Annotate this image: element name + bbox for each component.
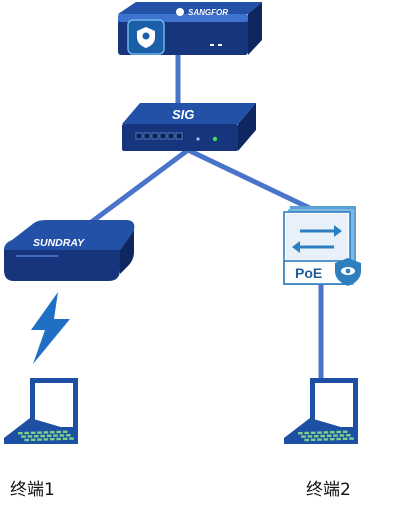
laptop-key xyxy=(24,431,29,435)
laptop-key xyxy=(323,438,329,441)
gateway-port xyxy=(167,132,175,140)
laptop-key xyxy=(349,437,354,440)
laptop-key xyxy=(336,430,341,434)
laptop-key xyxy=(18,432,23,435)
laptop-key xyxy=(24,438,29,442)
laptop-key xyxy=(37,431,42,434)
laptop-key xyxy=(34,435,39,438)
laptop-key xyxy=(301,435,306,438)
laptop-key xyxy=(43,431,49,434)
gateway-port xyxy=(135,132,143,140)
laptop-key xyxy=(50,431,55,434)
laptop-key xyxy=(310,431,316,434)
laptop-key xyxy=(62,430,68,433)
laptop-key xyxy=(62,437,68,440)
laptop-key xyxy=(326,434,332,437)
lightning-bolt-icon xyxy=(31,292,70,364)
laptop-key xyxy=(330,438,335,441)
poe-switch-device: PoE xyxy=(283,206,361,286)
gateway-brand: SIG xyxy=(172,107,194,122)
controller-brand: SANGFOR xyxy=(188,8,228,17)
laptop-key xyxy=(30,438,36,441)
gateway-ports xyxy=(135,132,183,140)
laptop-key xyxy=(40,434,45,438)
laptop-key xyxy=(304,438,309,442)
laptop-key xyxy=(333,434,338,437)
gateway-port xyxy=(151,132,159,140)
laptop-icon xyxy=(284,378,358,444)
laptop-key xyxy=(317,431,322,434)
ap-brand: SUNDRAY xyxy=(33,237,85,249)
laptop-key xyxy=(336,437,341,441)
terminal-1-label: 终端1 xyxy=(10,480,55,500)
gateway-led-2 xyxy=(212,136,218,142)
laptop-key xyxy=(56,437,61,441)
laptop-key xyxy=(317,438,322,441)
laptop-key xyxy=(66,434,71,437)
laptop-key xyxy=(21,435,26,438)
laptop-key xyxy=(46,434,52,437)
laptop-key xyxy=(30,431,36,434)
link-gateway-ap xyxy=(76,147,190,235)
gateway-led-1 xyxy=(196,137,200,141)
gateway-port xyxy=(143,132,151,140)
laptop-key xyxy=(307,435,313,438)
access-point-device: SUNDRAY xyxy=(4,220,135,281)
eye-shield-icon xyxy=(335,258,361,286)
sangfor-logo-dot xyxy=(176,8,184,16)
controller-device: SANGFOR xyxy=(118,2,262,55)
laptop-key xyxy=(323,431,329,434)
links xyxy=(76,55,324,378)
poe-badge: PoE xyxy=(295,265,322,281)
laptop-key xyxy=(342,430,348,433)
laptop-key xyxy=(346,434,351,437)
gateway-port xyxy=(175,132,183,140)
laptop-key xyxy=(59,434,65,437)
laptop-key xyxy=(69,437,74,440)
gateway-port xyxy=(159,132,167,140)
laptop-key xyxy=(53,434,58,437)
laptop-key xyxy=(342,437,348,440)
laptop-key xyxy=(330,431,335,434)
laptop-key xyxy=(50,438,55,441)
laptop-key xyxy=(56,430,61,434)
laptop-key xyxy=(339,434,345,437)
laptop-icon xyxy=(4,378,78,444)
laptop-key xyxy=(320,434,325,438)
laptop-key xyxy=(314,435,319,438)
link-gateway-poe xyxy=(186,147,320,215)
laptop-key xyxy=(304,431,309,435)
laptop-key xyxy=(310,438,316,441)
gateway-device: SIG xyxy=(122,103,256,151)
laptop-key xyxy=(43,438,49,441)
laptop-key xyxy=(298,432,303,435)
laptop-key xyxy=(37,438,42,441)
laptop-key xyxy=(27,435,33,438)
terminal-2-label: 终端2 xyxy=(306,480,351,500)
